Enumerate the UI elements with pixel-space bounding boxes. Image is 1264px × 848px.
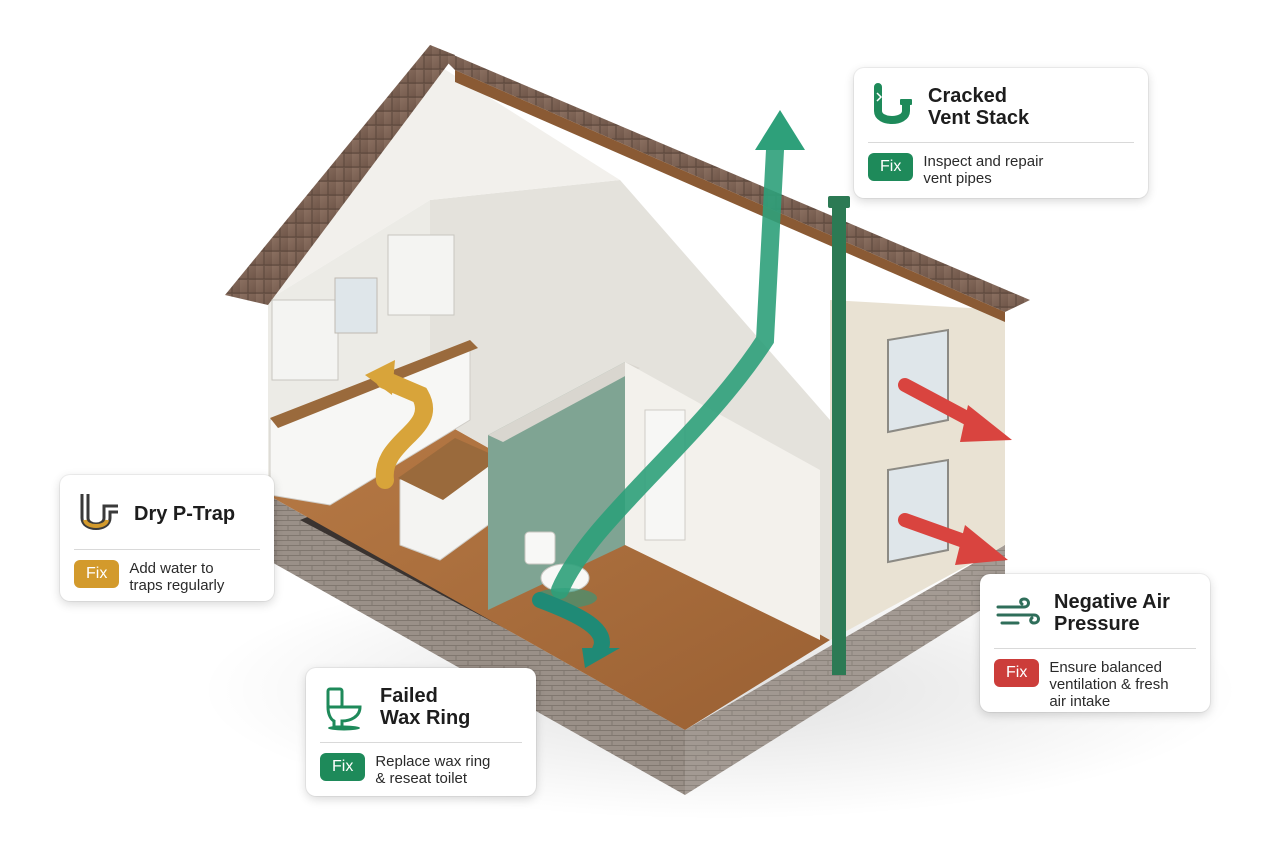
roof-fascia [455,70,1005,322]
card-divider [74,549,260,550]
p-trap-title: Dry P-Trap [134,503,236,525]
air-pressure-fix-line2: ventilation & fresh [1049,676,1169,693]
fix-badge: Fix [74,560,120,588]
card-dry-p-trap: Dry P-Trap Fix Add water to traps regula… [60,475,274,601]
bathroom-wall-edge [488,362,640,442]
p-trap-fix-line1: Add water to [129,560,214,577]
p-trap-fix-line2: traps regularly [129,577,225,594]
wax-ring-fix-line1: Replace wax ring [375,753,491,770]
toilet-icon [320,683,368,731]
vent-stack-title-line1: Cracked [928,85,1007,107]
foundation-left [268,495,685,795]
fix-badge: Fix [994,659,1040,687]
air-pressure-fix-line3: air intake [1049,693,1111,710]
wax-ring-fix-line2: & reseat toilet [375,770,468,787]
sewer-gas-arrow-vent [551,141,784,599]
card-failed-wax-ring: Failed Wax Ring Fix Replace wax ring & r… [306,668,536,796]
card-divider [994,648,1196,649]
wax-arrow-head [582,648,620,668]
lower-window [887,458,949,564]
p-trap-icon [74,490,122,538]
card-negative-air-pressure: Negative Air Pressure Fix Ensure balance… [980,574,1210,712]
roof-left [225,45,455,305]
upper-cabinet-right [387,234,455,316]
upper-cabinet [271,299,339,381]
card-divider [868,142,1134,143]
sewer-gas-arrow-wax-ring [532,592,610,658]
countertop [270,340,478,428]
fix-badge: Fix [868,153,914,181]
vent-stack-fix-line1: Inspect and repair [923,153,1044,170]
fix-badge: Fix [320,753,366,781]
wind-icon [994,589,1042,637]
vent-stack-cap [828,196,850,208]
vent-stack-pipe [832,205,846,675]
air-pressure-title-line1: Negative Air [1054,591,1170,613]
cracked-pipe-icon [868,83,916,131]
wax-ring-title-line2: Wax Ring [380,707,471,729]
wax-ring-title-line1: Failed [380,685,438,707]
air-pressure-title-line2: Pressure [1054,613,1140,635]
vent-stack-fix-line2: vent pipes [923,170,992,187]
toilet-tank [524,531,556,565]
upper-window [887,328,949,434]
air-arrow-upper-head [960,405,1012,442]
air-arrow-lower-head [955,525,1008,565]
kitchen-window [334,277,378,334]
card-cracked-vent-stack: Cracked Vent Stack Fix Inspect and repai… [854,68,1148,198]
vent-stack-title-line2: Vent Stack [928,107,1030,129]
ptrap-arrow-head [365,360,395,395]
island-top [398,438,500,500]
roof-main [430,45,1030,312]
vent-arrow-head [755,110,805,150]
gable-wall [268,60,620,300]
air-pressure-fix-line1: Ensure balanced [1049,659,1162,676]
card-divider [320,742,522,743]
sewer-gas-arrow-ptrap [375,371,433,489]
